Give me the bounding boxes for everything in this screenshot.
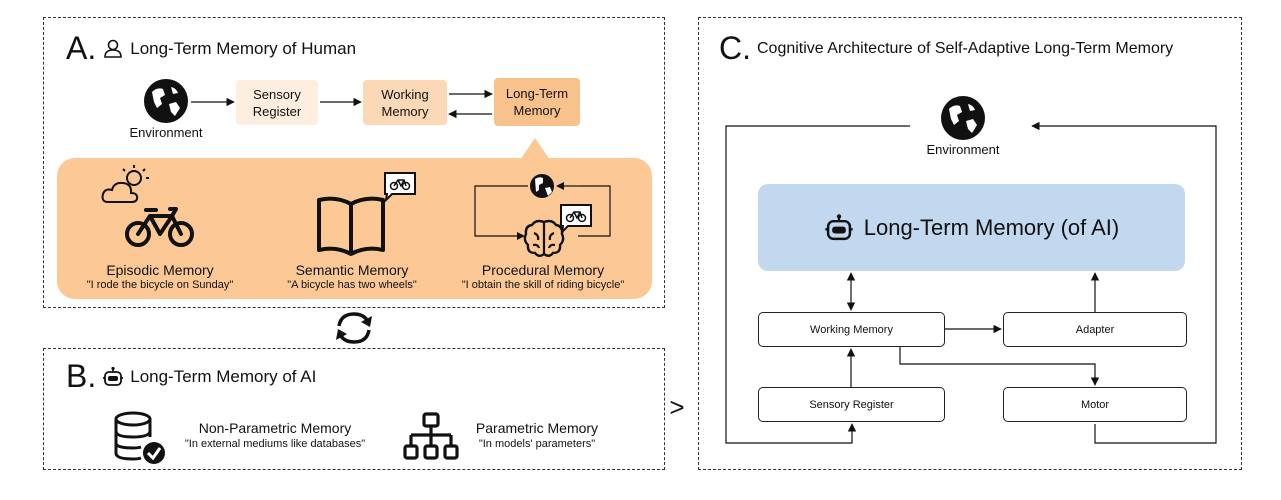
speech-bubble-bike-icon-procedural [560, 204, 592, 234]
procedural-loop-diagram [474, 174, 611, 240]
long-term-memory-ai-label: Long-Term Memory (of AI) [863, 214, 1120, 240]
episodic-memory-quote: "I rode the bicycle on Sunday" [86, 279, 234, 291]
speech-bubble-bike-icon [384, 172, 416, 202]
motor-box: Motor [1003, 387, 1187, 422]
episodic-memory-label: Episodic Memory [106, 262, 214, 278]
database-check-icon [114, 411, 165, 464]
sensory-register-box-a: Sensory Register [236, 80, 318, 125]
person-icon [104, 39, 123, 58]
procedural-memory-label: Procedural Memory [481, 262, 605, 278]
panel-a-title-text: Long-Term Memory of Human [130, 38, 357, 58]
parametric-memory-quote: "In models' parameters" [478, 438, 596, 450]
panel-b-title-text: Long-Term Memory of AI [130, 366, 317, 386]
panel-a-frame [43, 17, 665, 308]
greater-than-symbol: > [669, 392, 685, 422]
procedural-memory-quote: "I obtain the skill of riding bicycle" [461, 279, 625, 291]
panel-c-title: C. Cognitive Architecture of Self-Adapti… [719, 30, 1173, 67]
adapter-box: Adapter [1003, 312, 1187, 347]
panel-a-letter: A. [66, 30, 97, 66]
robot-icon-c [825, 213, 853, 240]
long-term-memory-box-a: Long-Term Memory [494, 78, 580, 126]
sync-cycle-icon [336, 312, 372, 344]
long-term-memory-ai-box: Long-Term Memory (of AI) [758, 184, 1185, 271]
panel-b-letter: B. [66, 358, 97, 394]
hierarchy-icon [403, 412, 459, 460]
environment-label-a: Environment [129, 125, 203, 140]
non-parametric-memory-quote: "In external mediums like databases" [184, 438, 366, 450]
weather-icon [101, 165, 149, 203]
callout-pointer [520, 138, 550, 160]
panel-c-title-text: Cognitive Architecture of Self-Adaptive … [757, 39, 1174, 57]
globe-icon [144, 79, 188, 123]
working-memory-box-a: Working Memory [363, 80, 447, 125]
non-parametric-memory-label: Non-Parametric Memory [198, 420, 352, 436]
bicycle-icon [125, 207, 194, 247]
robot-icon [103, 366, 124, 386]
globe-icon-c [941, 96, 985, 140]
environment-label-c: Environment [926, 142, 1000, 157]
panel-c-letter: C. [719, 30, 751, 66]
panel-b-title: B. Long-Term Memory of AI [66, 358, 316, 395]
semantic-memory-label: Semantic Memory [295, 262, 409, 278]
panel-a-title: A. Long-Term Memory of Human [66, 30, 356, 67]
sensory-register-box-c: Sensory Register [758, 387, 945, 422]
book-icon [317, 196, 385, 256]
panel-b-frame [43, 348, 665, 470]
semantic-memory-quote: "A bicycle has two wheels" [287, 279, 417, 291]
parametric-memory-label: Parametric Memory [475, 420, 599, 436]
working-memory-box-c: Working Memory [758, 312, 945, 347]
panel-c-frame [698, 17, 1242, 470]
